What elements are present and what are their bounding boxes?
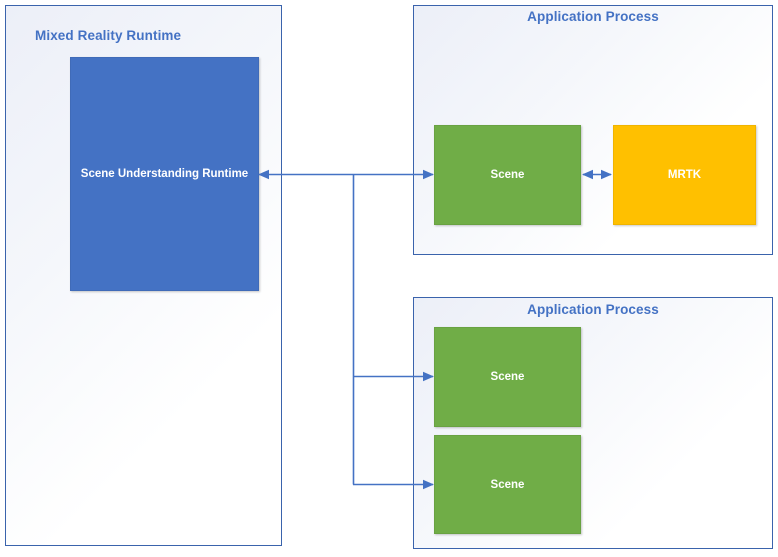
block-mrtk[interactable]: MRTK (613, 125, 756, 225)
block-scene-1[interactable]: Scene (434, 125, 581, 225)
block-scene-3[interactable]: Scene (434, 435, 581, 534)
block-scene-understanding-runtime[interactable]: Scene Understanding Runtime (70, 57, 259, 291)
block-scene-2[interactable]: Scene (434, 327, 581, 427)
block-label-mrtk: MRTK (667, 169, 702, 181)
panel-title-application-process-2: Application Process (527, 302, 659, 317)
block-label-scene-understanding-runtime: Scene Understanding Runtime (80, 168, 249, 180)
panel-title-mixed-reality-runtime: Mixed Reality Runtime (35, 28, 182, 43)
block-label-scene-1: Scene (490, 169, 525, 181)
panel-title-application-process-1: Application Process (527, 9, 659, 24)
block-label-scene-3: Scene (490, 478, 525, 491)
block-label-scene-2: Scene (490, 371, 525, 383)
